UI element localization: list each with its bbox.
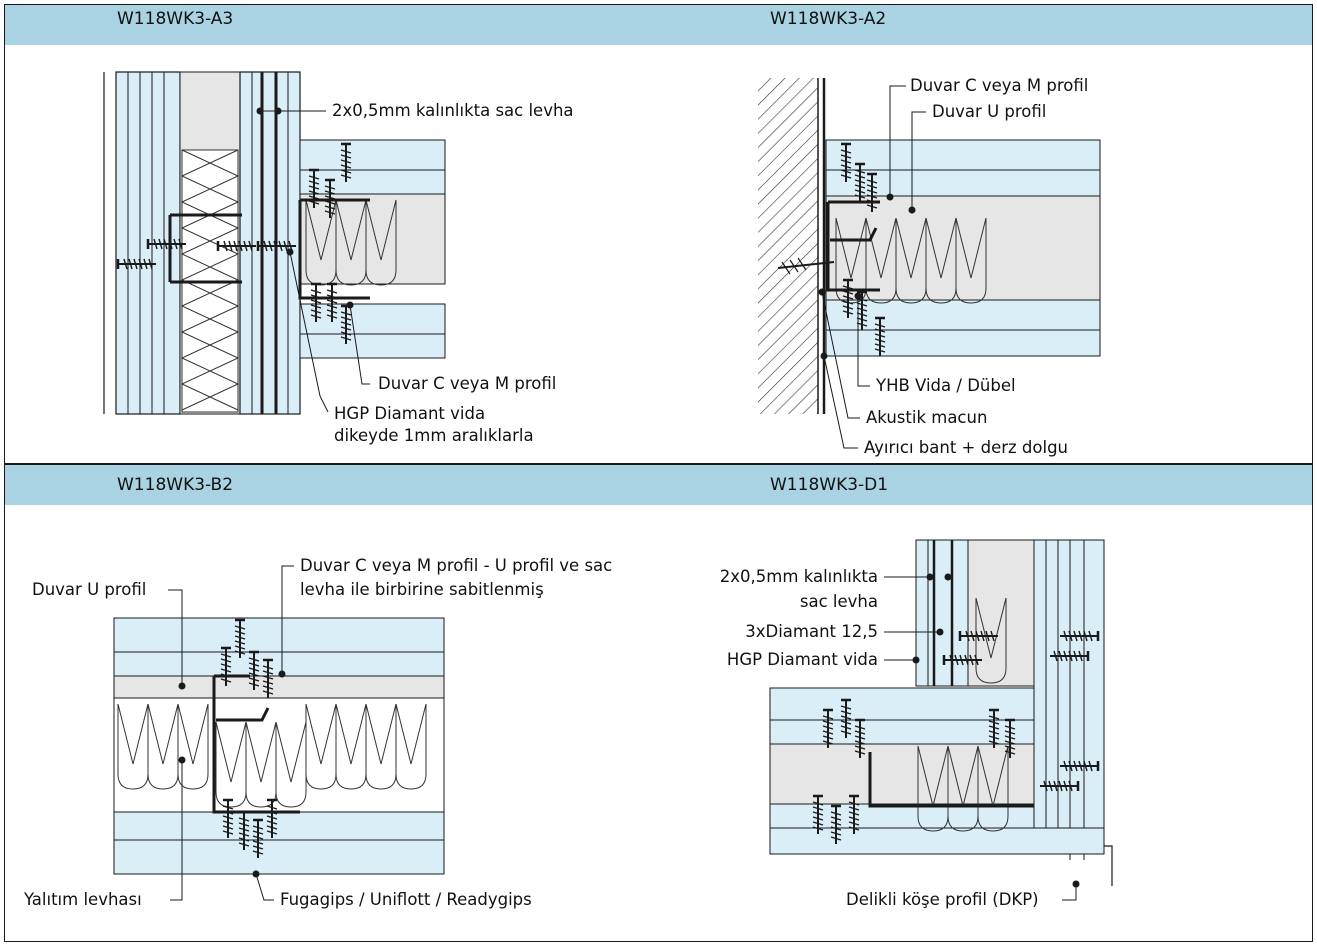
label-a2-c-profile: Duvar C veya M profil bbox=[910, 76, 1089, 95]
label-b2-filler: Fugagips / Uniflott / Readygips bbox=[280, 890, 532, 909]
label-b2-u-profile: Duvar U profil bbox=[32, 580, 147, 599]
label-a3-screw-line1: HGP Diamant vida bbox=[334, 404, 486, 423]
label-b2-insulation: Yalıtım levhası bbox=[24, 890, 142, 909]
label-b2-profile-line1: Duvar C veya M profil - U profil ve sac bbox=[300, 556, 613, 575]
header-band-top bbox=[5, 5, 1312, 45]
drawing-a2 bbox=[758, 78, 1101, 449]
outer-frame bbox=[4, 4, 1313, 942]
panel-title-b2: W118WK3-B2 bbox=[117, 475, 234, 495]
label-a2-acoustic: Akustik macun bbox=[866, 408, 988, 427]
label-a2-screw: YHB Vida / Dübel bbox=[876, 376, 1016, 395]
label-d1-corner: Delikli köşe profil (DKP) bbox=[846, 890, 1039, 909]
drawing-d1 bbox=[769, 539, 1113, 901]
drawing-b2 bbox=[113, 565, 445, 901]
row-divider bbox=[4, 463, 1313, 465]
label-a3-sheet: 2x0,5mm kalınlıkta sac levha bbox=[332, 101, 574, 120]
panel-title-a3: W118WK3-A3 bbox=[117, 9, 234, 29]
drawing-a3 bbox=[103, 71, 446, 415]
label-a2-u-profile: Duvar U profil bbox=[932, 102, 1047, 121]
label-d1-sheet-line2: sac levha bbox=[799, 592, 878, 611]
label-a2-tape: Ayırıcı bant + derz dolgu bbox=[864, 438, 1069, 457]
header-band-bottom bbox=[5, 465, 1312, 505]
panel-title-a2: W118WK3-A2 bbox=[770, 9, 887, 29]
label-b2-profile-line2: levha ile birbirine sabitlenmiş bbox=[300, 580, 544, 599]
label-d1-boards: 3xDiamant 12,5 bbox=[745, 622, 878, 641]
label-d1-sheet-line1: 2x0,5mm kalınlıkta bbox=[719, 567, 878, 586]
label-a3-screw-line2: dikeyde 1mm aralıklarla bbox=[334, 426, 534, 445]
label-d1-screw: HGP Diamant vida bbox=[726, 650, 878, 669]
panel-title-d1: W118WK3-D1 bbox=[770, 475, 889, 495]
label-a3-profile: Duvar C veya M profil bbox=[378, 374, 557, 393]
